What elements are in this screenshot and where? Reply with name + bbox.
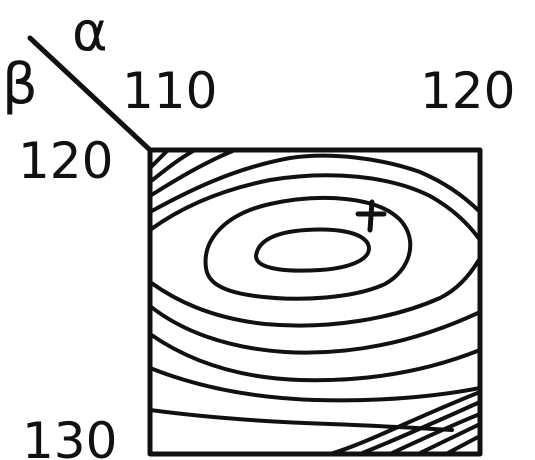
contour-line [416, 422, 480, 454]
contour-line [150, 256, 480, 328]
contour-line [358, 400, 480, 454]
contour-line [150, 150, 170, 170]
contour-line [150, 304, 480, 355]
contour-line [150, 332, 480, 383]
alpha-tick-label-120: 120 [420, 62, 515, 120]
contour-line [150, 408, 454, 432]
beta-tick-label-130: 130 [22, 412, 117, 460]
beta-axis-symbol: β [2, 52, 38, 117]
contour-line [254, 227, 371, 273]
marker-cross [355, 199, 387, 233]
contour-line [203, 196, 413, 301]
contour-line [150, 150, 197, 184]
contour-line [150, 173, 480, 242]
contour-line [150, 150, 237, 198]
contour-line [150, 366, 480, 403]
contour-line [444, 434, 480, 454]
axis-divider-line [27, 35, 153, 153]
alpha-axis-symbol: α [72, 0, 108, 63]
contour-line [328, 390, 480, 454]
contour-line [388, 412, 480, 454]
contour-line [150, 153, 480, 214]
plot-frame [147, 147, 483, 457]
contour-lines [150, 150, 480, 454]
alpha-tick-label-110: 110 [122, 62, 217, 120]
beta-tick-label-120: 120 [18, 132, 113, 190]
